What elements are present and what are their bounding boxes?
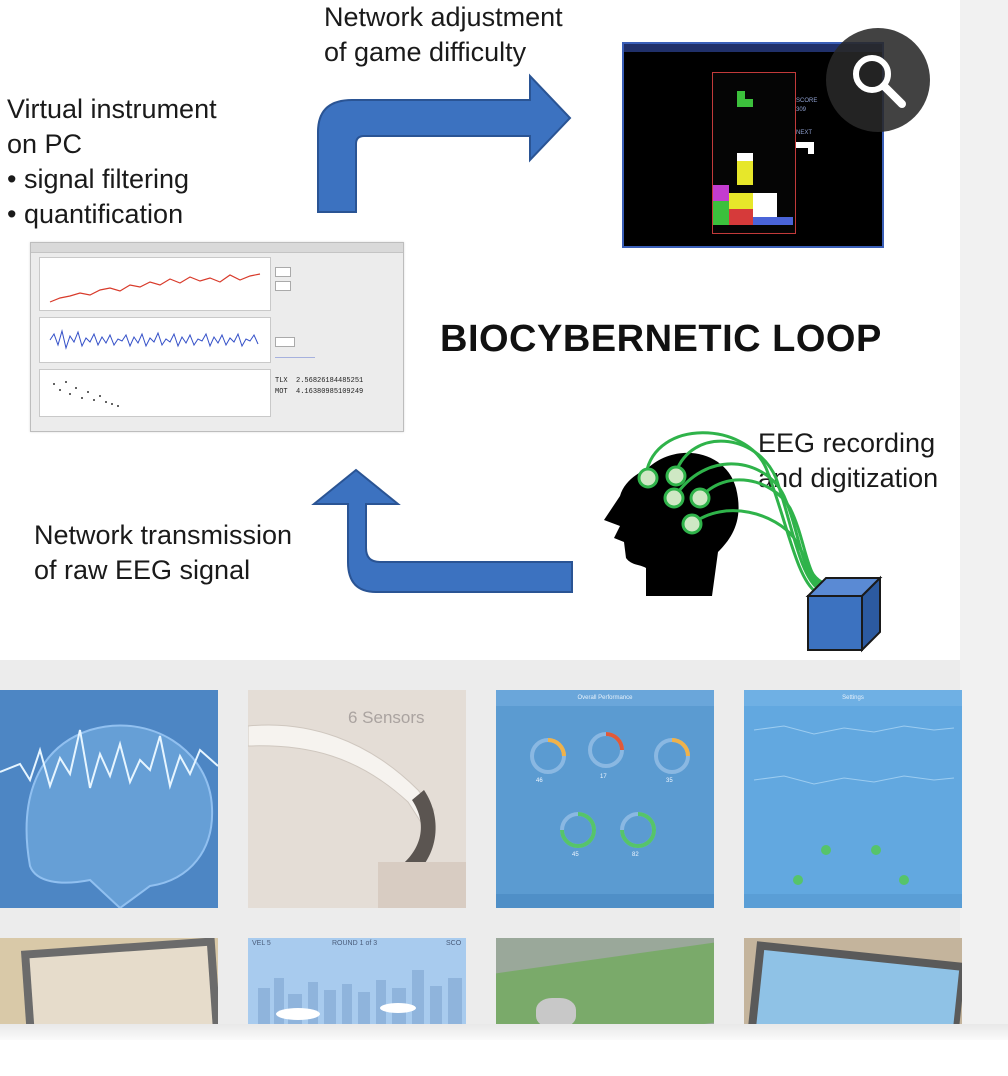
thumbnail-game-level[interactable]: VEL 5 ROUND 1 of 3 SCO (248, 938, 466, 1038)
left-label-line-1: Virtual instrument (7, 94, 217, 124)
settings-header: Settings (744, 690, 962, 706)
left-label-line-2: on PC (7, 129, 83, 159)
cube-icon (805, 575, 883, 653)
mot-readout: MOT 4.16380985109249 (275, 388, 364, 396)
zoom-button[interactable] (826, 28, 930, 132)
thumbnail-tablet-game[interactable] (496, 938, 714, 1038)
thumbnail-app-settings[interactable]: Settings (744, 690, 962, 908)
next-label: NEXT (796, 130, 813, 136)
gauge-value-4: 45 (572, 852, 579, 858)
page-bottom-area (0, 1040, 1008, 1076)
scatter-points (53, 381, 119, 407)
game-sprite (536, 998, 576, 1028)
gauge-value-5: 82 (632, 852, 639, 858)
page-scrollbar-area (960, 0, 1008, 1076)
eeg-label-line-2: and digitization (758, 463, 939, 493)
top-label-line-2: of game difficulty (324, 37, 527, 67)
bottom-arrow (311, 468, 573, 593)
page-bottom-bar (0, 1024, 1008, 1044)
gauge-group (530, 732, 690, 848)
eeg-label: EEG recording and digitization (758, 426, 938, 496)
gauge-value-3: 35 (666, 778, 673, 784)
head-silhouette (604, 452, 739, 596)
tlx-readout: TLX 2.56826184485251 (275, 377, 364, 385)
city-skyline (258, 970, 462, 1038)
plot-filtered-signal (39, 317, 271, 363)
brain-icon (0, 724, 218, 908)
plot-scatter (39, 369, 271, 417)
next-piece (796, 142, 814, 148)
settings-tabbar (744, 894, 962, 908)
headset-device (248, 724, 466, 908)
gauge-value-2: 17 (600, 774, 607, 780)
thumbnail-app-dashboard[interactable]: Overall Performance 46 17 35 45 82 (496, 690, 714, 908)
numeric-control-2[interactable] (275, 281, 291, 291)
bottom-label-line-1: Network transmission (34, 520, 293, 550)
bottom-label-line-2: of raw EEG signal (34, 555, 251, 585)
thumbnail-brain-waves[interactable] (0, 690, 218, 908)
dashboard-tabbar (496, 894, 714, 908)
blue-signal-trace (49, 329, 259, 350)
magnifier-icon (853, 55, 906, 108)
game-well (712, 72, 796, 234)
electrode-group (637, 465, 711, 535)
bullet-item-filtering: • signal filtering (7, 164, 190, 194)
left-label: Virtual instrument on PC • signal filter… (7, 92, 217, 232)
dashboard-header: Overall Performance (496, 690, 714, 706)
head-eeg-illustration (604, 431, 883, 653)
plot-raw-signal (39, 257, 271, 311)
numeric-control-1[interactable] (275, 267, 291, 277)
virtual-instrument-screenshot: ———————— TLX 2.56826184485251 MOT 4.1638… (30, 242, 404, 432)
top-arrow (317, 73, 572, 213)
top-label: Network adjustment of game difficulty (324, 0, 563, 70)
score-value: 309 (796, 107, 807, 113)
thumbnail-headset[interactable]: 6 Sensors (248, 690, 466, 908)
bottom-label: Network transmission of raw EEG signal (34, 518, 292, 588)
headset-caption: 6 Sensors (348, 708, 425, 727)
thumbnail-tablet-play[interactable] (744, 938, 962, 1038)
main-figure[interactable]: Network adjustment of game difficulty Vi… (0, 0, 960, 660)
score-label: SCORE (796, 98, 818, 104)
round-label: ROUND 1 of 3 (332, 940, 378, 947)
loop-title: BIOCYBERNETIC LOOP (440, 318, 882, 360)
instrument-titlebar (31, 243, 403, 253)
gauge-value-1: 46 (536, 778, 543, 784)
score-label-short: SCO (446, 940, 462, 947)
settings-waves (753, 725, 955, 885)
tablet-frame (20, 938, 218, 1038)
game-titlebar (624, 44, 882, 52)
level-label: VEL 5 (252, 940, 271, 947)
eeg-label-line-1: EEG recording (758, 428, 936, 458)
bullet-item-quantification: • quantification (7, 199, 184, 229)
red-signal-trace (49, 273, 261, 303)
thumbnail-tablet-app[interactable] (0, 938, 218, 1038)
top-label-line-1: Network adjustment (324, 2, 563, 32)
status-link[interactable]: ———————— (275, 355, 315, 361)
numeric-control-3[interactable] (275, 337, 295, 347)
